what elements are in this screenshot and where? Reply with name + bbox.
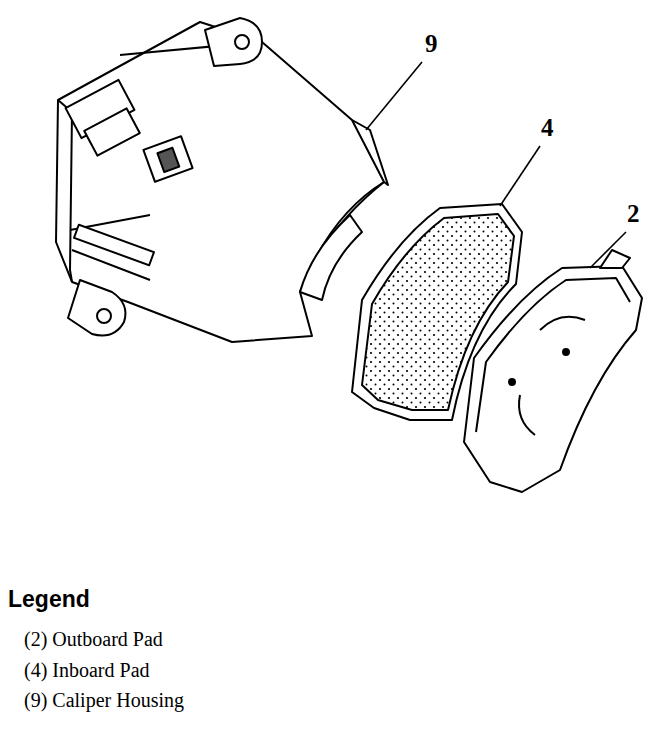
callout-number: 9 [425, 30, 438, 59]
caliper-bore [300, 215, 362, 300]
legend-text: (9) Caliper Housing [24, 689, 184, 712]
caliper-window-inner [157, 148, 179, 172]
caliper-window [143, 136, 192, 182]
caliper-ear [68, 280, 126, 336]
caliper-side [58, 100, 72, 282]
ear-hole [235, 35, 249, 49]
leader-line [590, 232, 626, 268]
legend-title: Legend [8, 586, 90, 612]
callout-number: 2 [627, 200, 640, 229]
outboard-dot [509, 379, 515, 385]
legend-entry: (4) Inboard Pad [24, 659, 150, 682]
caliper-rib [70, 42, 260, 280]
outboard-plate [476, 278, 630, 432]
leader-line [366, 62, 422, 130]
legend-text: (4) Inboard Pad [24, 659, 150, 682]
legend-entry: (2) Outboard Pad [24, 628, 163, 651]
legend-text: (2) Outboard Pad [24, 628, 163, 651]
caliper-body [56, 22, 384, 342]
outboard-dot [563, 349, 569, 355]
caliper-slot [84, 108, 140, 155]
callout-number: 4 [541, 114, 554, 143]
caliper-pin [74, 225, 154, 266]
outboard-clip [519, 317, 585, 435]
leader-line [500, 146, 540, 206]
ear-hole [97, 309, 111, 323]
caliper-ear [205, 18, 262, 66]
legend-entry: (9) Caliper Housing [24, 689, 184, 712]
outboard-backing [464, 266, 642, 492]
